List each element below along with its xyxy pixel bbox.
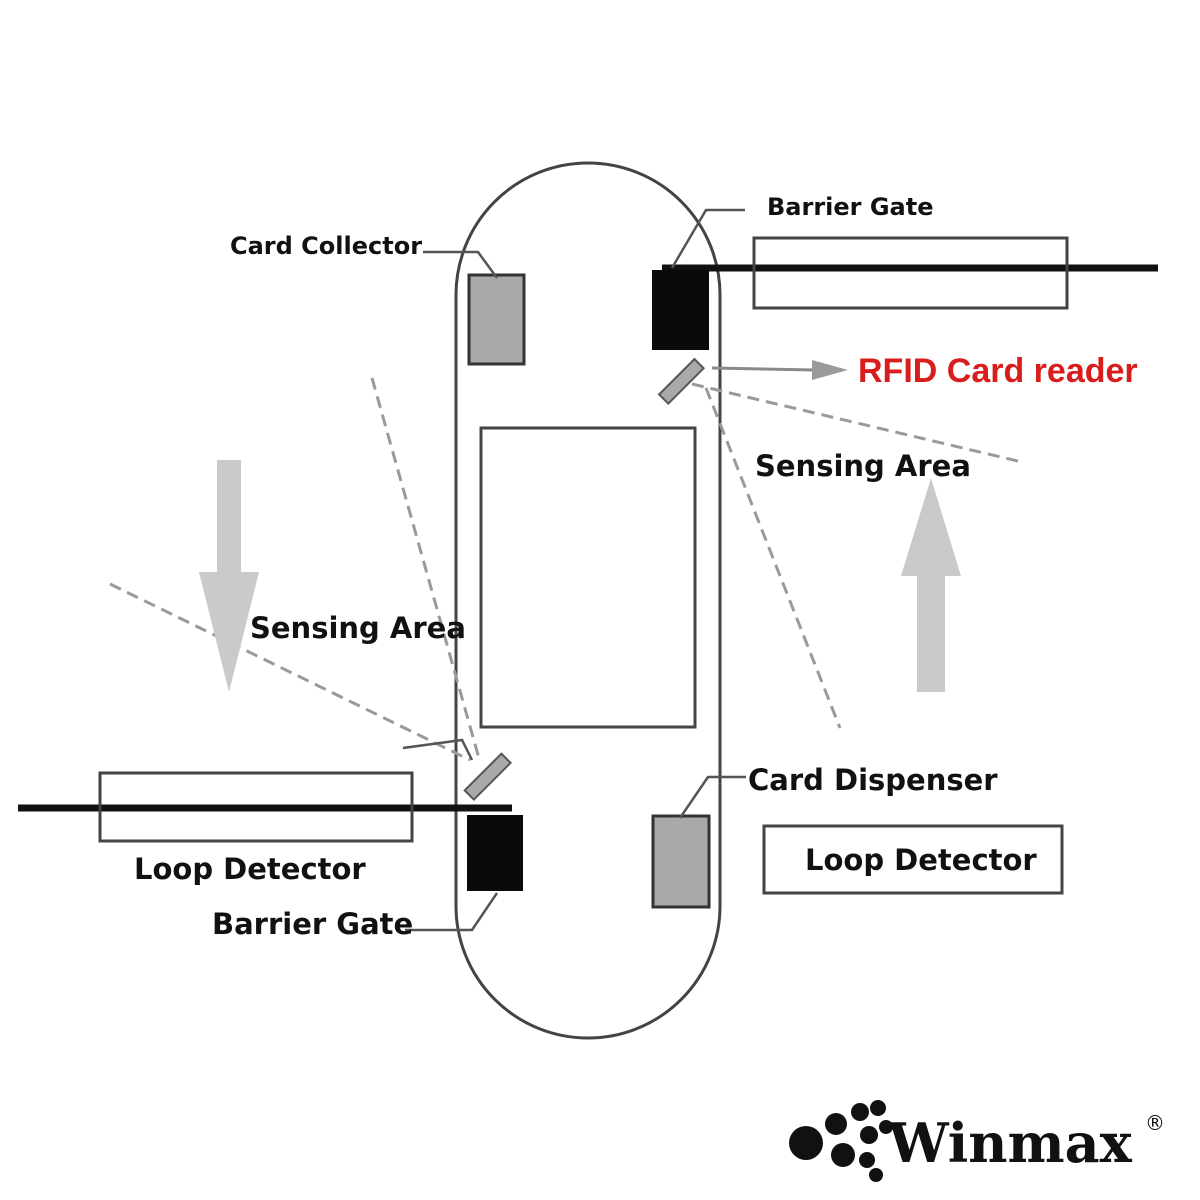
left-sensor-head bbox=[463, 752, 513, 802]
label-barrier-gate-bottom: Barrier Gate bbox=[212, 907, 413, 941]
arrow-up-icon bbox=[901, 478, 961, 692]
label-loop-detector-left: Loop Detector bbox=[134, 852, 366, 886]
rfid-pointer-line bbox=[711, 366, 816, 372]
logo-dots-icon bbox=[789, 1100, 893, 1182]
rfid-pointer-arrowhead bbox=[812, 360, 848, 380]
leader-barrier-gate-bottom bbox=[405, 892, 499, 932]
loop-detector-right-box bbox=[762, 824, 1064, 895]
barrier-gate-bottom-device bbox=[467, 815, 523, 891]
leader-left-sensor bbox=[402, 738, 474, 761]
sensing-beam-left-a bbox=[370, 377, 482, 763]
label-card-dispenser: Card Dispenser bbox=[748, 763, 998, 797]
leader-card-collector bbox=[423, 250, 499, 279]
barrier-gate-top-device bbox=[652, 270, 709, 350]
label-rfid-reader: RFID Card reader bbox=[858, 352, 1138, 390]
leader-card-dispenser bbox=[678, 775, 746, 819]
label-sensing-area-left: Sensing Area bbox=[250, 611, 466, 645]
loop-detector-left-box bbox=[98, 771, 414, 843]
brand-registered-mark: ® bbox=[1145, 1111, 1165, 1135]
card-dispenser-device bbox=[651, 814, 711, 909]
lane-outline bbox=[454, 161, 722, 1040]
loop-detector-top-box bbox=[752, 236, 1069, 310]
label-sensing-area-right: Sensing Area bbox=[755, 449, 971, 483]
vehicle-area bbox=[479, 426, 697, 729]
rfid-sensor-head bbox=[657, 357, 706, 406]
sensing-beam-right-a bbox=[704, 387, 842, 729]
leader-barrier-gate-top bbox=[670, 208, 745, 269]
brand-name: Winmax bbox=[887, 1111, 1133, 1175]
label-loop-detector-right: Loop Detector bbox=[805, 843, 1037, 877]
card-collector-device bbox=[467, 273, 526, 366]
arrow-down-icon bbox=[199, 460, 259, 692]
winmax-logo: Winmax ® bbox=[789, 1100, 1165, 1182]
label-barrier-gate-top: Barrier Gate bbox=[767, 193, 934, 221]
sensing-beam-left-b bbox=[109, 582, 471, 762]
label-card-collector: Card Collector bbox=[230, 232, 422, 260]
